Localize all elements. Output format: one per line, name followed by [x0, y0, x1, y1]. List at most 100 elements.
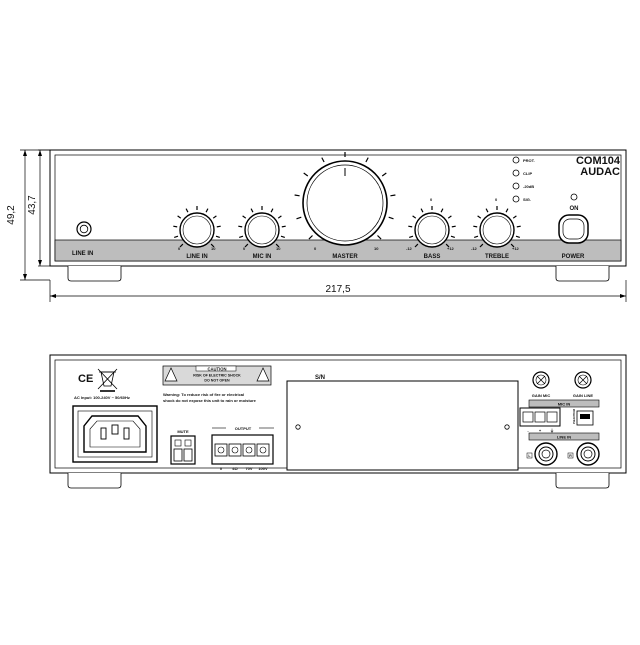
- knob-tick: [515, 235, 520, 238]
- knob-tick: [414, 243, 419, 248]
- dimension-lines: [20, 149, 627, 302]
- knob-tick: [365, 157, 369, 163]
- ac-inlet-socket[interactable]: [72, 405, 158, 463]
- knob-tick: [450, 235, 455, 238]
- serial-number-label: S/N: [315, 375, 325, 381]
- knob-tick: [294, 194, 300, 197]
- knob-tick: [440, 208, 444, 213]
- knob-tick: [474, 235, 479, 238]
- knob-line-in[interactable]: [179, 212, 215, 248]
- scale-bass-max: +12: [447, 246, 455, 251]
- front-panel: LINE IN LINE IN MIC IN MASTER BASS: [49, 149, 627, 282]
- brand-logo: AUDAC: [580, 166, 620, 178]
- knob-tick: [270, 208, 274, 213]
- gain-line-label: GAIN LINE: [573, 393, 594, 398]
- gain-line-trimmer[interactable]: [574, 371, 592, 389]
- label-power: POWER: [562, 254, 585, 260]
- output-tap-100v: 100V: [258, 466, 268, 471]
- knob-mic-in[interactable]: [244, 212, 280, 248]
- ce-mark: CE: [78, 373, 93, 385]
- knob-tick: [210, 243, 215, 248]
- knob-tick: [250, 208, 254, 213]
- knob-tick: [447, 215, 452, 219]
- knob-tick: [277, 215, 282, 219]
- power-led-icon: [570, 193, 578, 201]
- knob-master[interactable]: [302, 160, 388, 246]
- dimension-arrows: [23, 150, 626, 298]
- knob-tick: [281, 225, 286, 228]
- knob-tick: [303, 172, 309, 177]
- mic-in-label-strip: [528, 399, 600, 408]
- output-terminal-block[interactable]: [211, 434, 274, 465]
- knob-tick: [173, 225, 178, 228]
- mic-in-terminal[interactable]: [519, 407, 561, 427]
- knob-tick: [388, 216, 394, 220]
- line-in-jack-left[interactable]: [534, 442, 558, 466]
- mute-label: MUTE: [177, 429, 189, 434]
- knob-tick: [280, 235, 285, 238]
- line-in-jack-right[interactable]: [576, 442, 600, 466]
- caution-line2: DO NOT OPEN: [204, 379, 230, 383]
- led-clip-icon: [512, 169, 520, 177]
- caution-label: CAUTION RISK OF ELECTRIC SHOCK DO NOT OP…: [162, 365, 272, 386]
- caution-title: CAUTION: [207, 367, 226, 372]
- label-mic-in: MIC IN: [253, 254, 272, 260]
- knob-tick-marks: [173, 152, 521, 248]
- knob-tick: [505, 208, 509, 213]
- knob-tick: [174, 235, 179, 238]
- phantom-label: PHANTOM: [572, 408, 576, 424]
- led-group: PROT. CLIP -20dB SIG.: [512, 156, 535, 203]
- jack-mark-l: L: [528, 454, 531, 458]
- scale-treble-min: -12: [471, 246, 478, 251]
- knob-tick: [177, 215, 182, 219]
- knob-tick: [205, 208, 209, 213]
- rear-foot-left: [67, 473, 122, 489]
- mic-pin-minus: -: [527, 428, 529, 433]
- knob-tick: [485, 208, 489, 213]
- knob-tick: [308, 235, 313, 240]
- knob-tick: [275, 243, 280, 248]
- knob-tick: [244, 243, 249, 248]
- led-label-clip: CLIP: [523, 171, 532, 176]
- output-tap-4ohm: 4Ω: [232, 466, 238, 471]
- knob-tick: [212, 215, 217, 219]
- knob-treble[interactable]: [479, 212, 515, 248]
- mic-pin-ground: ⏚: [550, 427, 554, 433]
- gain-mic-trimmer[interactable]: [532, 371, 550, 389]
- knob-tick: [473, 225, 478, 228]
- led-minus20db-icon: [512, 182, 520, 190]
- knob-tick: [185, 208, 189, 213]
- line-in-jack-label: LINE IN: [72, 251, 93, 257]
- scale-treble-max: +12: [512, 246, 520, 251]
- knob-tick: [239, 235, 244, 238]
- knob-tick: [445, 243, 450, 248]
- label-line-in: LINE IN: [186, 254, 207, 260]
- output-tap-0: 0: [220, 466, 223, 471]
- led-sig-icon: [512, 195, 520, 203]
- mute-terminal[interactable]: [170, 435, 196, 465]
- knob-tick: [420, 208, 424, 213]
- power-button[interactable]: [558, 214, 589, 244]
- caution-line1: RISK OF ELECTRIC SHOCK: [193, 374, 241, 378]
- knob-tick: [216, 225, 221, 228]
- front-foot-right: [555, 266, 610, 282]
- phantom-switch[interactable]: [576, 410, 594, 426]
- scale-bass-min: -12: [406, 246, 413, 251]
- model-name: COM104: [576, 155, 621, 167]
- warning-line2: shock do not expose this unit to rain or…: [163, 398, 257, 403]
- knob-tick: [377, 235, 382, 240]
- line-in-label-strip: [528, 432, 600, 441]
- knob-tick: [516, 225, 521, 228]
- rear-panel: CE AC Input: 100-240V ~ 50/60Hz CAUTION: [49, 354, 627, 489]
- jack-mark-r: R: [569, 454, 572, 458]
- knob-tick: [512, 215, 517, 219]
- knob-tick: [390, 194, 396, 197]
- knob-bass[interactable]: [414, 212, 450, 248]
- mic-in-label: MIC IN: [558, 402, 571, 407]
- rear-foot-right: [555, 473, 610, 489]
- led-label-prot: PROT.: [523, 158, 535, 163]
- scale-line-in-max: 10: [211, 246, 216, 251]
- dim-height-total: 49,2: [6, 205, 17, 225]
